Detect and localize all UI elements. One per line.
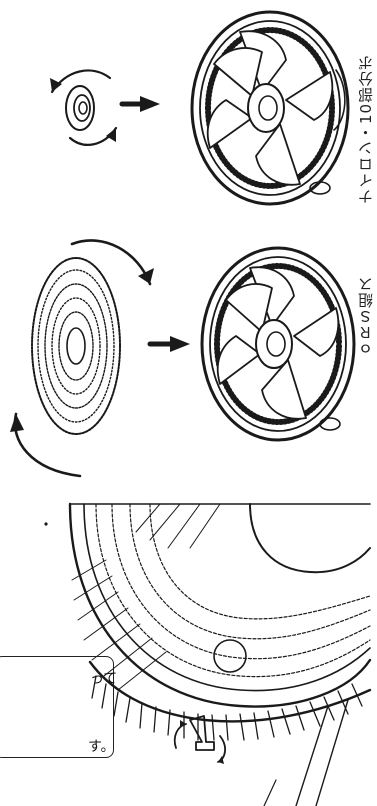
note-line-1: って [90,668,117,688]
step1-label: ナイロン・10部分ボ [355,4,376,204]
step2-label: ｏＲＳ組ス [355,236,376,356]
note-line-2: す。 [88,736,115,756]
fan-illustration-middle [202,248,354,440]
clip-rotation-icon [175,716,225,764]
guard-rotation-illustration [10,240,154,476]
right-arrow-icon [122,96,160,112]
cap-rotation-illustration [50,70,116,144]
fan-illustration-top [192,12,348,204]
right-arrow-icon [150,336,190,352]
